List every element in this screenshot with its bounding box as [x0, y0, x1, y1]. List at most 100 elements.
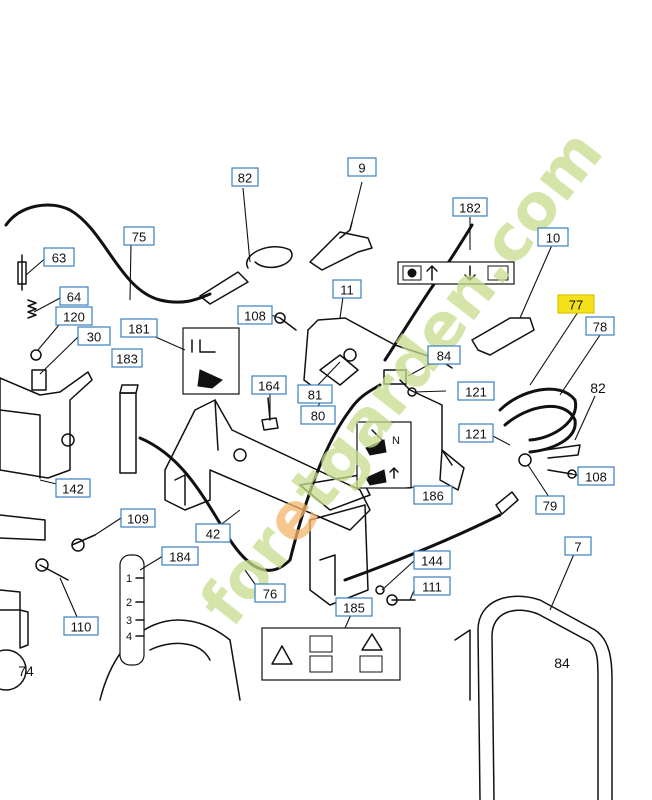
decal-182-icon-2	[487, 265, 509, 281]
warning-triangle-icon-2	[361, 633, 383, 651]
bracket-42-hole	[233, 448, 247, 462]
callout-number-142: 142	[62, 482, 84, 497]
decal-182-arrow-down	[464, 265, 476, 281]
decal-182-strip	[397, 261, 515, 285]
callout-box-181	[120, 318, 158, 338]
left-plate	[0, 514, 46, 541]
leader-10	[519, 244, 553, 319]
callout-77: 77	[557, 294, 595, 314]
callout-number-63: 63	[52, 251, 66, 266]
callout-80: 80	[300, 405, 336, 425]
callout-9: 9	[347, 157, 377, 177]
callout-number-164: 164	[258, 379, 280, 394]
bolt-110	[39, 564, 69, 581]
leader-79	[527, 464, 550, 498]
cable-76b	[343, 513, 502, 582]
decal-181-top	[191, 339, 216, 353]
bolt-left	[19, 609, 29, 649]
part-183-top	[119, 384, 139, 394]
callout-number-75: 75	[132, 230, 146, 245]
bolt-110-head	[35, 558, 49, 572]
leader-77	[529, 311, 579, 386]
bolt-108	[279, 317, 297, 331]
leader-82	[242, 187, 251, 263]
handlebar-bracket	[454, 629, 471, 701]
left-frame	[0, 371, 93, 479]
pivot-81	[343, 348, 357, 362]
link-plate	[439, 449, 465, 491]
leader-82b	[574, 395, 596, 441]
decal-184	[119, 554, 145, 666]
part-164	[261, 417, 279, 431]
callout-186: 186	[413, 485, 453, 505]
callout-number-64: 64	[67, 290, 81, 305]
leader-184	[139, 555, 164, 571]
leader-64	[33, 296, 63, 313]
callout-number-120: 120	[63, 310, 85, 325]
callout-box-63	[43, 247, 75, 267]
callout-121: 121	[458, 423, 494, 443]
decal-186-lever-1	[365, 439, 387, 456]
callout-box-121	[457, 381, 495, 401]
callout-box-182	[452, 197, 488, 217]
spring-78	[503, 404, 577, 454]
callout-number-183: 183	[116, 352, 138, 367]
lower-plate-slot	[319, 554, 336, 596]
decal-186-n-label: N	[392, 435, 400, 447]
callout-box-11	[332, 279, 362, 299]
callout-181: 181	[120, 318, 158, 338]
decal-185-icon-3	[359, 655, 383, 673]
decal-186-line-1	[371, 429, 383, 441]
leader-7	[549, 553, 575, 611]
nut-79	[518, 453, 532, 467]
nut-120	[30, 349, 42, 361]
callout-number-111: 111	[422, 580, 442, 595]
rod-121	[399, 379, 453, 466]
bolt-111-head	[386, 594, 398, 606]
callout-184: 184	[161, 546, 199, 566]
callout-box-78	[585, 316, 615, 336]
callout-box-42	[195, 523, 231, 543]
handle-11-leg	[303, 329, 313, 387]
bolt-108-right-head	[567, 469, 577, 479]
callout-box-184	[161, 546, 199, 566]
leader-109	[94, 517, 122, 536]
callout-box-110	[63, 616, 99, 636]
engine-detail	[149, 642, 211, 661]
plain-label-84: 84	[554, 655, 570, 671]
callout-number-184: 184	[169, 550, 191, 565]
lever-10	[471, 317, 535, 356]
nut-144	[375, 585, 385, 595]
callout-108: 108	[577, 466, 615, 486]
callout-box-80	[300, 405, 336, 425]
decal-185	[261, 627, 401, 681]
warning-triangle-icon	[271, 645, 293, 665]
leader-121	[413, 390, 447, 393]
handlebar-7-inner	[491, 609, 599, 800]
callout-81: 81	[297, 384, 333, 404]
spring-64	[27, 299, 37, 319]
callout-78: 78	[585, 316, 615, 336]
rod-63-body	[17, 261, 27, 285]
callout-108: 108	[237, 305, 273, 325]
leader-30	[39, 336, 79, 375]
callout-79: 79	[535, 495, 565, 515]
scale-tick-marks	[135, 577, 145, 637]
callout-box-120	[55, 306, 93, 326]
clip-82	[245, 245, 293, 269]
callout-box-108	[237, 305, 273, 325]
leader-9	[349, 181, 363, 231]
callout-11: 11	[332, 279, 362, 299]
callout-number-10: 10	[546, 231, 560, 246]
callout-121: 121	[457, 381, 495, 401]
decal-185-icon-2	[309, 655, 333, 673]
callout-164: 164	[251, 375, 287, 395]
handlebar-7	[477, 595, 613, 800]
decals: N 1 2 3 4	[119, 261, 515, 681]
callout-number-81: 81	[308, 388, 322, 403]
callout-box-9	[347, 157, 377, 177]
plain-label-82: 82	[590, 380, 606, 396]
callout-84: 84	[427, 345, 461, 365]
callout-box-82	[231, 167, 259, 187]
callout-number-77: 77	[569, 298, 583, 313]
